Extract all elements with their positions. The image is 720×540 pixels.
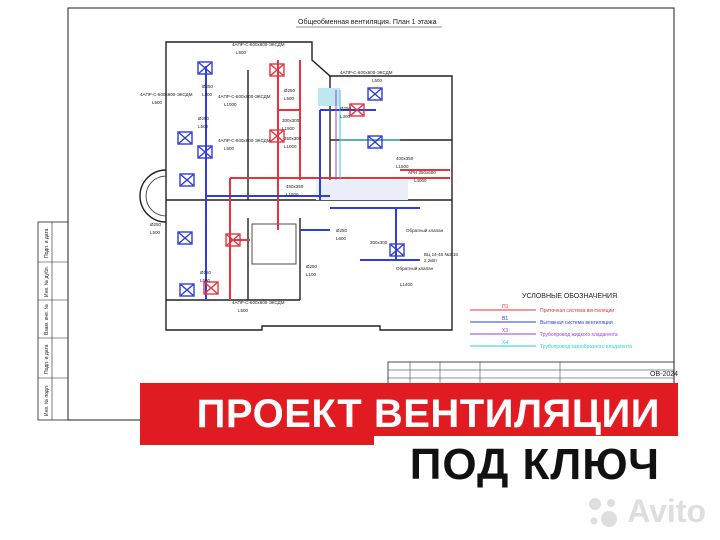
annotation: L500 [224, 146, 235, 151]
annotation: 350х300 [284, 136, 302, 141]
banner-line-2: ПОД КЛЮЧ [409, 440, 660, 489]
annotation: L300 [202, 92, 213, 97]
annotation: 4АПР-С-600х600-ЭКСДМ [140, 92, 193, 97]
exhaust-ducts [205, 66, 420, 300]
annotation: 4АПР-С-600х600-ЭКСДМ [232, 300, 285, 305]
annotation: 4АПР-С-600х600-ЭКСДМ [340, 70, 393, 75]
annotation: L500 [236, 50, 247, 55]
side-stamp-label: Взам. инв. № [44, 304, 50, 335]
annotation: 300х300 [282, 118, 300, 123]
annotation: L1500 [396, 164, 409, 169]
side-stamp-label: Подп. и дата [44, 344, 50, 374]
legend-code: Х3 [502, 328, 508, 334]
annotation: L1400 [400, 282, 413, 287]
diffusers [177, 61, 405, 297]
legend-item: Х4 Трубопровод газообразного хладагента [470, 340, 632, 350]
legend-code: В1 [502, 316, 508, 322]
annotation: L500 [238, 308, 249, 313]
annotation: L500 [198, 124, 209, 129]
side-stamp-label: Инв. № подл. [44, 385, 50, 416]
annotation: Ø250 [198, 116, 210, 121]
annotation: Ø250 [200, 270, 212, 275]
annotation: 2,2кВт [424, 258, 437, 263]
annotation: L100 [306, 272, 317, 277]
annotation: L500 [200, 278, 211, 283]
annotation: 400х350 [396, 156, 414, 161]
annotation: 450х350 [286, 184, 304, 189]
annotation: Ø250 [284, 88, 296, 93]
annotation: ВЦ 14-46 №3,15 [424, 252, 458, 257]
drawing-title: Общеобменная вентиляция. План 1 этажа [298, 18, 437, 26]
annotation: L1500 [286, 192, 299, 197]
annotation: L500 [284, 96, 295, 101]
annotation: Ø250 [340, 106, 352, 111]
avito-logo-icon [589, 497, 618, 527]
stamp-code: ОВ-2024 [650, 371, 678, 378]
legend: УСЛОВНЫЕ ОБОЗНАЧЕНИЯ П1 Приточная систем… [470, 293, 632, 350]
annotation: L1500 [282, 126, 295, 131]
legend-item: В1 Вытяжная система вентиляции [470, 316, 613, 326]
legend-label: Трубопровод газообразного хладагента [540, 344, 632, 350]
legend-code: П1 [502, 304, 509, 310]
banner-secondary: ПОД КЛЮЧ [374, 436, 678, 494]
annotation: 4АПР-С-600х600-ЭКСДМ [218, 94, 271, 99]
annotation: L500 [372, 78, 383, 83]
watermark-text: Avito [627, 493, 706, 529]
legend-title: УСЛОВНЫЕ ОБОЗНАЧЕНИЯ [522, 293, 617, 300]
banner-line-1: ПРОЕКТ ВЕНТИЛЯЦИИ [196, 391, 660, 436]
annotation: 4АПР-С-600х600-ЭКСДМ [218, 138, 271, 143]
annotation: Ø250 [336, 228, 348, 233]
legend-item: П1 Приточная система вентиляции [470, 304, 614, 314]
legend-label: Приточная система вентиляции [540, 308, 614, 314]
annotation: L1000 [224, 102, 237, 107]
legend-label: Трубопровод жидкого хладагента [540, 332, 618, 338]
annotation: Ø250 [306, 264, 318, 269]
side-stamp: Подп. и дата Инв. № дубл. Взам. инв. № П… [37, 221, 69, 421]
annotation: L4000 [414, 178, 427, 183]
annotations: 4АПР-С-600х600-ЭКСДМ L500 4АПР-С-600х600… [140, 42, 458, 313]
side-stamp-label: Инв. № дубл. [44, 266, 50, 297]
annotation: Обратный клапан [406, 227, 444, 233]
annotation: 300х300 [370, 240, 388, 245]
supply-ducts [229, 60, 450, 300]
legend-label: Вытяжная система вентиляции [540, 320, 613, 326]
annotation: Обратный клапан [396, 265, 434, 271]
annotation: L600 [336, 236, 347, 241]
annotation: Ø250 [202, 84, 214, 89]
annotation: L500 [150, 230, 161, 235]
legend-item: Х3 Трубопровод жидкого хладагента [470, 328, 618, 338]
annotation: L300 [340, 114, 351, 119]
side-stamp-label: Подп. и дата [44, 228, 50, 258]
avito-watermark: Avito [585, 493, 706, 530]
annotation: 4АПР-С-600х600-ЭКСДМ [232, 42, 285, 47]
annotation: L500 [152, 100, 163, 105]
annotation: L1000 [284, 144, 297, 149]
banner-primary: ПРОЕКТ ВЕНТИЛЯЦИИ [140, 383, 678, 445]
refrigerant-lines [335, 90, 400, 180]
annotation: АРН 350х600 [408, 170, 436, 175]
annotation: Ø250 [150, 222, 162, 227]
legend-code: Х4 [502, 340, 508, 346]
